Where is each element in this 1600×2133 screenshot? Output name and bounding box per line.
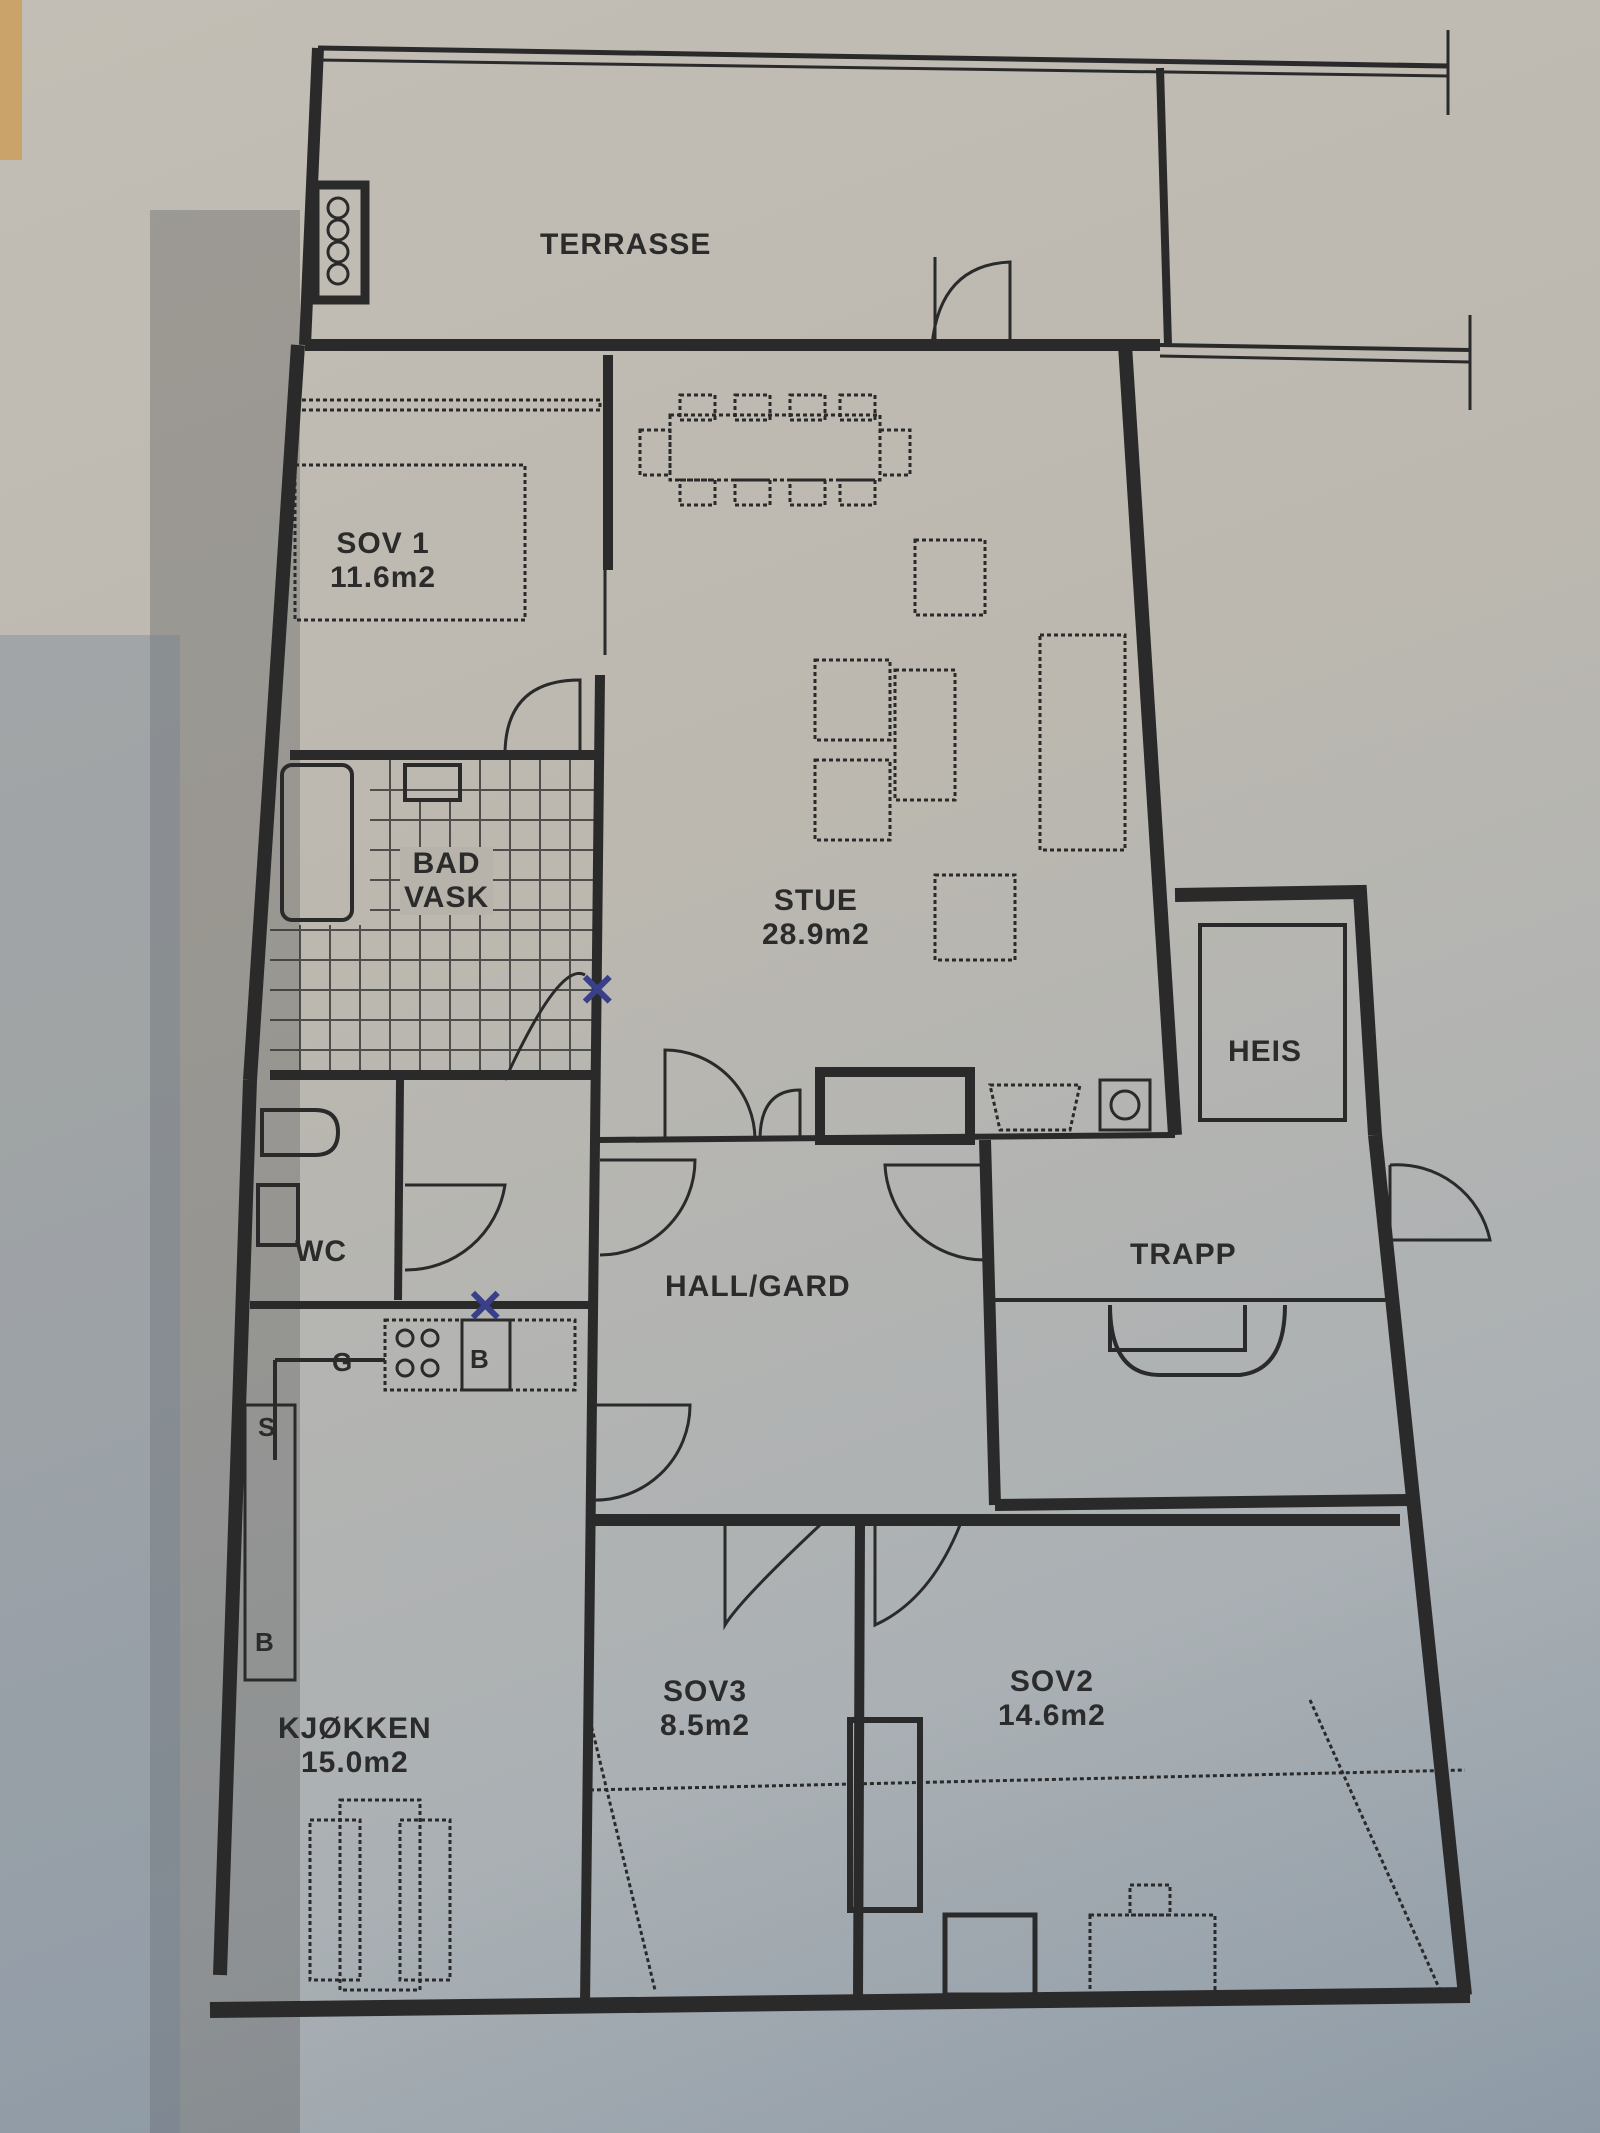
room-label-sov3: SOV3 8.5m2 (660, 1675, 750, 1743)
wall-west (243, 344, 305, 1081)
wall-hall-west (580, 1139, 600, 2006)
room-label-kjokken: KJØKKEN 15.0m2 (278, 1712, 432, 1780)
room-name: TRAPP (1130, 1238, 1237, 1271)
terrace-divider (1156, 67, 1172, 346)
room-name: WC (295, 1235, 347, 1268)
room-label-sov1: SOV 1 11.6m2 (330, 527, 436, 595)
room-label-wc: WC (295, 1235, 347, 1269)
wall-hall-trapp (979, 1139, 1001, 1506)
room-name: HEIS (1228, 1035, 1303, 1068)
room-label-hall-gard: HALL/GARD (665, 1270, 851, 1304)
room-name: SOV3 (663, 1675, 748, 1708)
room-name: STUE (773, 884, 858, 917)
room-label-bad-vask: BAD VASK (400, 847, 494, 915)
room-area: 28.9m2 (762, 918, 870, 951)
wall-east-stue (1118, 344, 1182, 1136)
room-name: HALL/GARD (665, 1270, 851, 1303)
room-label-stue: STUE 28.9m2 (762, 884, 870, 952)
bathroom-tile-grid (270, 760, 595, 1070)
terrace-railing-top (317, 45, 1449, 69)
room-label-terrasse: TERRASSE (540, 228, 711, 262)
paper-shadow (0, 635, 180, 2133)
pen-x-mark-bathroom: ✕ (578, 964, 617, 1016)
room-name: BAD (412, 847, 481, 880)
room-area: 15.0m2 (300, 1746, 409, 1779)
room-name: SOV 1 (336, 527, 430, 560)
fixture-label-gas: G (332, 1347, 354, 1377)
room-name: KJØKKEN (278, 1712, 432, 1745)
room-label-sov2: SOV2 14.6m2 (998, 1665, 1106, 1733)
table-surface (0, 0, 22, 160)
elevator-shaft (1174, 884, 1382, 1136)
room-name: TERRASSE (540, 228, 712, 261)
wall-east (1368, 1134, 1472, 1996)
room-area: 8.5m2 (660, 1709, 751, 1742)
fixture-label-b-kitchen: B (470, 1344, 490, 1374)
fixture-label-s: S (258, 1412, 277, 1442)
stue-furniture (293, 393, 1466, 1997)
room-label-heis: HEIS (1228, 1035, 1302, 1069)
wall-sov3-sov2 (853, 1524, 865, 2001)
room-name-secondary: VASK (404, 881, 490, 914)
room-area: 11.6m2 (330, 561, 437, 594)
room-area: 14.6m2 (998, 1699, 1106, 1732)
wall-south (209, 1987, 1471, 2018)
fixture-label-b-bottom: B (255, 1627, 275, 1657)
room-label-trapp: TRAPP (1130, 1238, 1237, 1272)
room-name: SOV2 (1009, 1665, 1094, 1698)
pen-x-mark-wc: ✕ (466, 1280, 505, 1332)
